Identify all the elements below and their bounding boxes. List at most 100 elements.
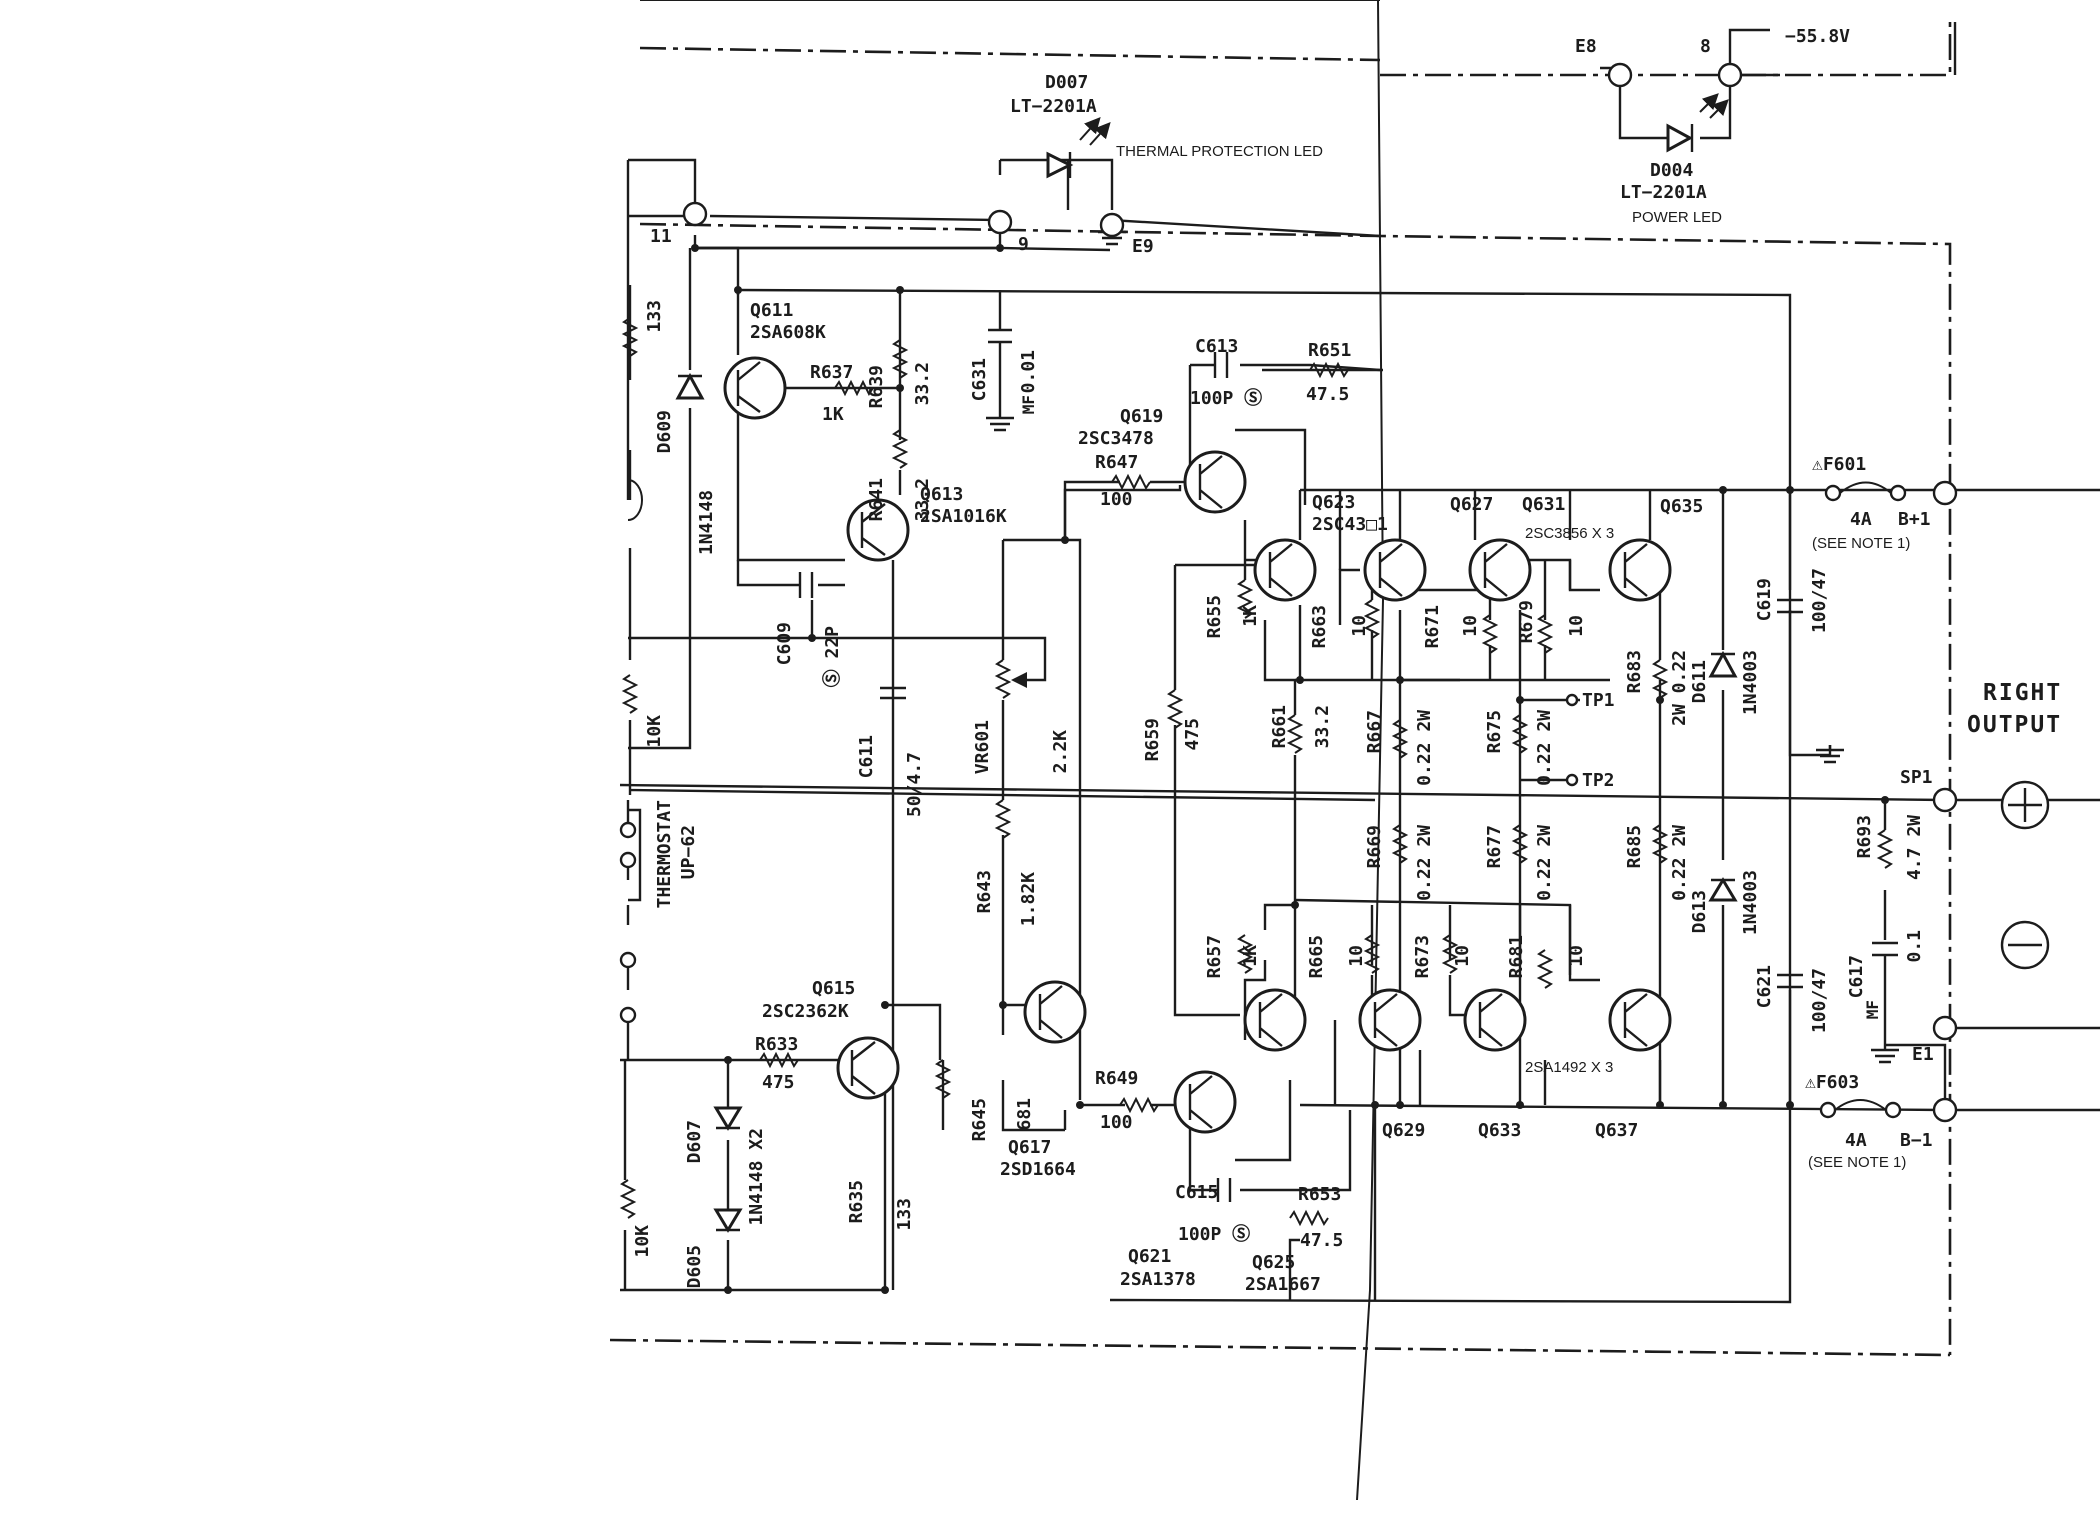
r685-value: 0.22 2W (1669, 825, 1690, 901)
d609-part: 1N4148 (696, 490, 717, 555)
r645-ref: R645 (969, 1098, 990, 1141)
r663-ref: R663 (1309, 605, 1330, 648)
r683-value: 2W 0.22 (1669, 650, 1690, 726)
tp1-label: TP1 (1582, 690, 1615, 711)
q633-ref: Q633 (1478, 1120, 1521, 1141)
c619-value: 100/47 (1809, 568, 1830, 633)
q623-part: 2SC43□1 (1312, 514, 1388, 535)
labels: 11 9 E9 E8 8 −55.8V B+1 B−1 SP1 E1 TP1 T… (632, 26, 2062, 1295)
vr601-ref: VR601 (972, 720, 993, 774)
c617-mf: MF (1863, 1000, 1882, 1019)
f603-note: (SEE NOTE 1) (1808, 1154, 1906, 1171)
c631-ref: C631 (969, 358, 990, 401)
rail-voltage-label: −55.8V (1785, 26, 1850, 47)
r679-ref: R679 (1516, 600, 1537, 643)
q625-ref: Q625 (1252, 1252, 1295, 1273)
transistor-symbols (723, 356, 1672, 1134)
resistor-symbols (619, 317, 1894, 1227)
f603-rating: 4A (1845, 1130, 1867, 1151)
r681-value: 10 (1566, 945, 1587, 967)
r635-ref: R635 (846, 1180, 867, 1223)
r659-value: 475 (1182, 718, 1203, 751)
r671-ref: R671 (1422, 605, 1443, 648)
r669-ref: R669 (1364, 825, 1385, 868)
r661-value: 33.2 (1312, 705, 1333, 748)
r677-value: 0.22 2W (1534, 825, 1555, 901)
r651-value: 47.5 (1306, 384, 1349, 405)
r657-ref: R657 (1204, 935, 1225, 978)
d605-part: 1N4148 X2 (746, 1128, 767, 1226)
r667-value: 0.22 2W (1414, 710, 1435, 786)
r647-ref: R647 (1095, 452, 1138, 473)
r641-value: 33.2 (912, 478, 933, 521)
r613-value: 10K (632, 1225, 653, 1258)
node-e8-label: E8 (1575, 36, 1597, 57)
r659-ref: R659 (1142, 718, 1163, 761)
r677-ref: R677 (1484, 825, 1505, 868)
r655-ref: R655 (1204, 595, 1225, 638)
r637-ref: R637 (810, 362, 853, 383)
vr601-value: 2.2K (1050, 730, 1071, 774)
capacitor-symbols (798, 290, 1898, 1202)
c619-ref: C619 (1754, 578, 1775, 621)
r653-value: 47.5 (1300, 1230, 1343, 1251)
r649-ref: R649 (1095, 1068, 1138, 1089)
f601-label: ⚠F601 (1812, 454, 1866, 475)
q617-ref: Q617 (1008, 1137, 1051, 1158)
q637-ref: Q637 (1595, 1120, 1638, 1141)
q621-part: 2SA1378 (1120, 1269, 1196, 1290)
c615-ref: C615 (1175, 1182, 1218, 1203)
d605-ref: D605 (684, 1245, 705, 1288)
q619-part: 2SC3478 (1078, 428, 1154, 449)
r693-value: 4.7 2W (1904, 815, 1925, 880)
r669-value: 0.22 2W (1414, 825, 1435, 901)
d607-ref: D607 (684, 1120, 705, 1163)
r675-value: 0.22 2W (1534, 710, 1555, 786)
r661-ref: R661 (1269, 705, 1290, 748)
node-8-label: 8 (1700, 36, 1711, 57)
d004-note: POWER LED (1632, 209, 1722, 226)
r639-value: 33.2 (912, 362, 933, 405)
r655-value: 1K (1240, 605, 1261, 627)
thermostat-switch (619, 479, 643, 1024)
fuse-symbols (1819, 481, 1907, 1119)
d004-ref: D004 (1650, 160, 1694, 181)
r667-ref: R667 (1364, 710, 1385, 753)
diode-symbols (675, 93, 1738, 1233)
r643-ref: R643 (974, 870, 995, 913)
c613-value: 100P Ⓢ (1190, 387, 1262, 409)
q615-ref: Q615 (812, 978, 855, 999)
d613-ref: D613 (1689, 890, 1710, 933)
q631-part: 2SC3856 X 3 (1525, 525, 1614, 542)
d611-part: 1N4003 (1740, 650, 1761, 715)
d613-part: 1N4003 (1740, 870, 1761, 935)
node-bplus-label: B+1 (1898, 509, 1931, 530)
d007-note: THERMAL PROTECTION LED (1116, 143, 1323, 160)
q615-part: 2SC2362K (762, 1001, 849, 1022)
d007-part: LT−2201A (1010, 96, 1097, 117)
c611-ref: C611 (856, 735, 877, 778)
q621-ref: Q621 (1128, 1246, 1171, 1267)
r683-ref: R683 (1624, 650, 1645, 693)
d609-ref: D609 (654, 410, 675, 453)
d611-ref: D611 (1689, 660, 1710, 703)
f601-note: (SEE NOTE 1) (1812, 535, 1910, 552)
q627-ref: Q627 (1450, 494, 1493, 515)
thermostat-ref: THERMOSTAT (654, 800, 675, 909)
node-sp1-label: SP1 (1900, 767, 1933, 788)
node-9-label: 9 (1018, 234, 1029, 255)
r665-ref: R665 (1306, 935, 1327, 978)
r685-ref: R685 (1624, 825, 1645, 868)
q623-ref: Q623 (1312, 492, 1355, 513)
tp2-label: TP2 (1582, 770, 1615, 791)
r611-value: 10K (644, 715, 665, 748)
node-11-label: 11 (650, 226, 672, 247)
c631-mf: MF (1019, 395, 1038, 414)
r649-value: 100 (1100, 1112, 1133, 1133)
pnp-output-part: 2SA1492 X 3 (1525, 1059, 1613, 1076)
r633-ref: R633 (755, 1034, 798, 1055)
c615-value: 100P Ⓢ (1178, 1223, 1250, 1245)
output-label-right: RIGHT (1983, 680, 2062, 706)
r663-value: 10 (1349, 615, 1370, 637)
